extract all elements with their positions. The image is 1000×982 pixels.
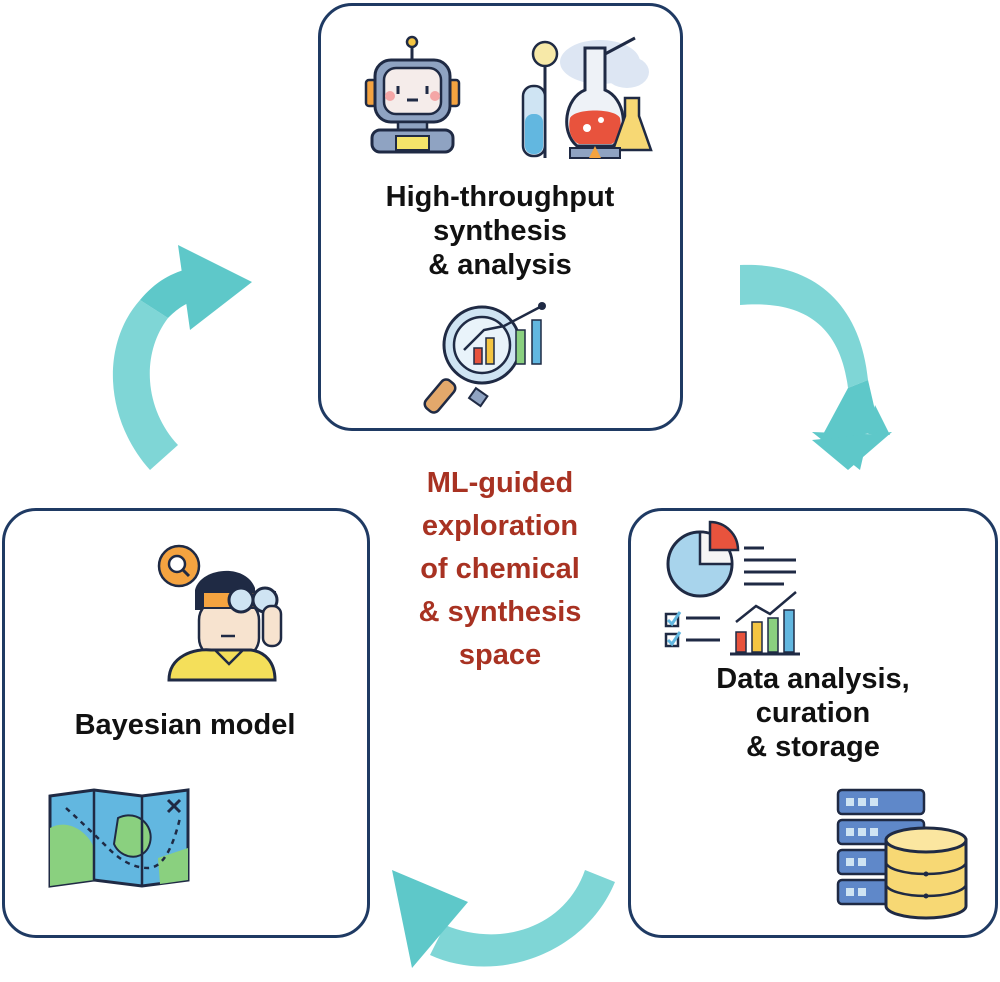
arrow-right-to-left [392, 870, 615, 968]
node-label-synthesis: High-throughput synthesis & analysis [385, 181, 615, 281]
node-label-bayesian-model: Bayesian model [74, 709, 296, 741]
report-charts-icon [664, 520, 800, 656]
node-label-data-analysis: Data analysis, curation & storage [716, 663, 910, 763]
treasure-map-icon [48, 788, 190, 888]
magnifier-chart-icon [423, 302, 546, 414]
arrow-top-to-right [740, 264, 892, 470]
arrow-left-to-top [112, 245, 252, 470]
explorer-binoculars-icon [157, 544, 283, 682]
robot-icon [364, 35, 461, 154]
lab-flasks-icon [521, 36, 653, 159]
database-server-icon [836, 788, 968, 920]
center-caption: ML-guided exploration of chemical & synt… [418, 467, 582, 671]
